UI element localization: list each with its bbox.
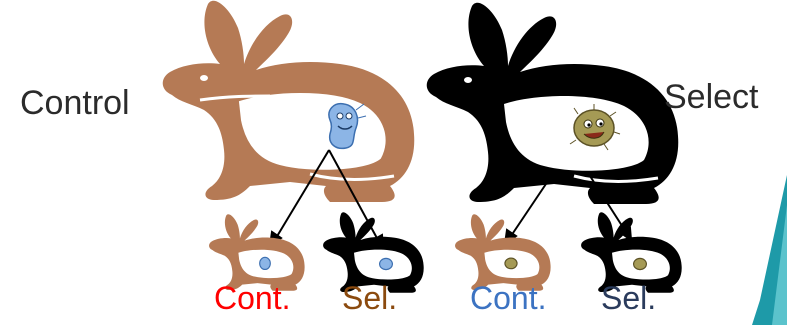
offspring-label-1: Cont. [214,280,291,316]
offspring-rabbit-2 [323,212,424,293]
offspring-rabbit-1 [209,214,305,291]
select-label: Select [664,78,759,116]
teal-corner-decoration [752,175,787,325]
offspring-label-3: Cont. [470,280,547,316]
blue-microbe-icon [328,102,367,150]
offspring-rabbit-3 [455,214,551,291]
select-rabbit [426,2,679,205]
offspring-label-2: Sel. [342,280,398,316]
olive-microbe-icon [504,257,518,270]
olive-microbe-icon [569,104,621,151]
blue-microbe-icon [259,256,271,271]
rabbit-brown-icon [162,0,415,203]
control-label: Control [20,84,130,122]
offspring-label-4: Sel. [601,280,657,316]
control-rabbit [162,0,415,203]
blue-microbe-icon [379,257,394,271]
olive-microbe-icon [633,257,648,271]
offspring-rabbit-4 [581,212,682,293]
